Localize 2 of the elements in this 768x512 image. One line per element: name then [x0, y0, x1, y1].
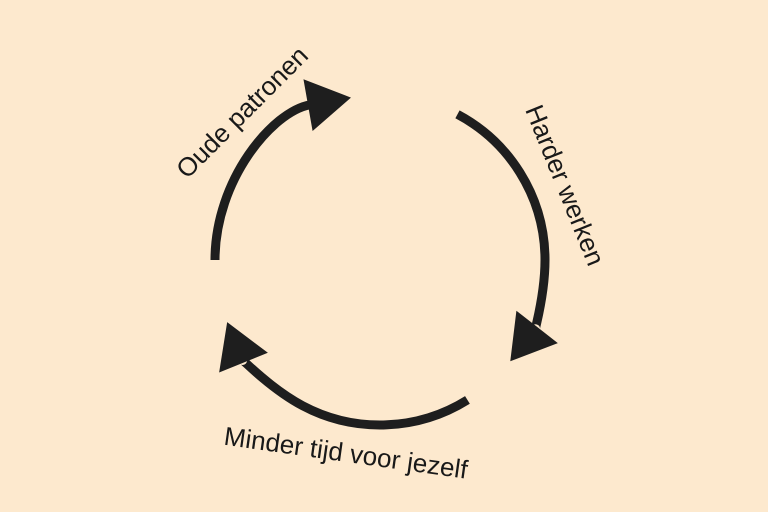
- arrow-label: Harder werken: [526, 104, 600, 266]
- arrow-label: Minder tijd voor jezelf: [225, 427, 469, 478]
